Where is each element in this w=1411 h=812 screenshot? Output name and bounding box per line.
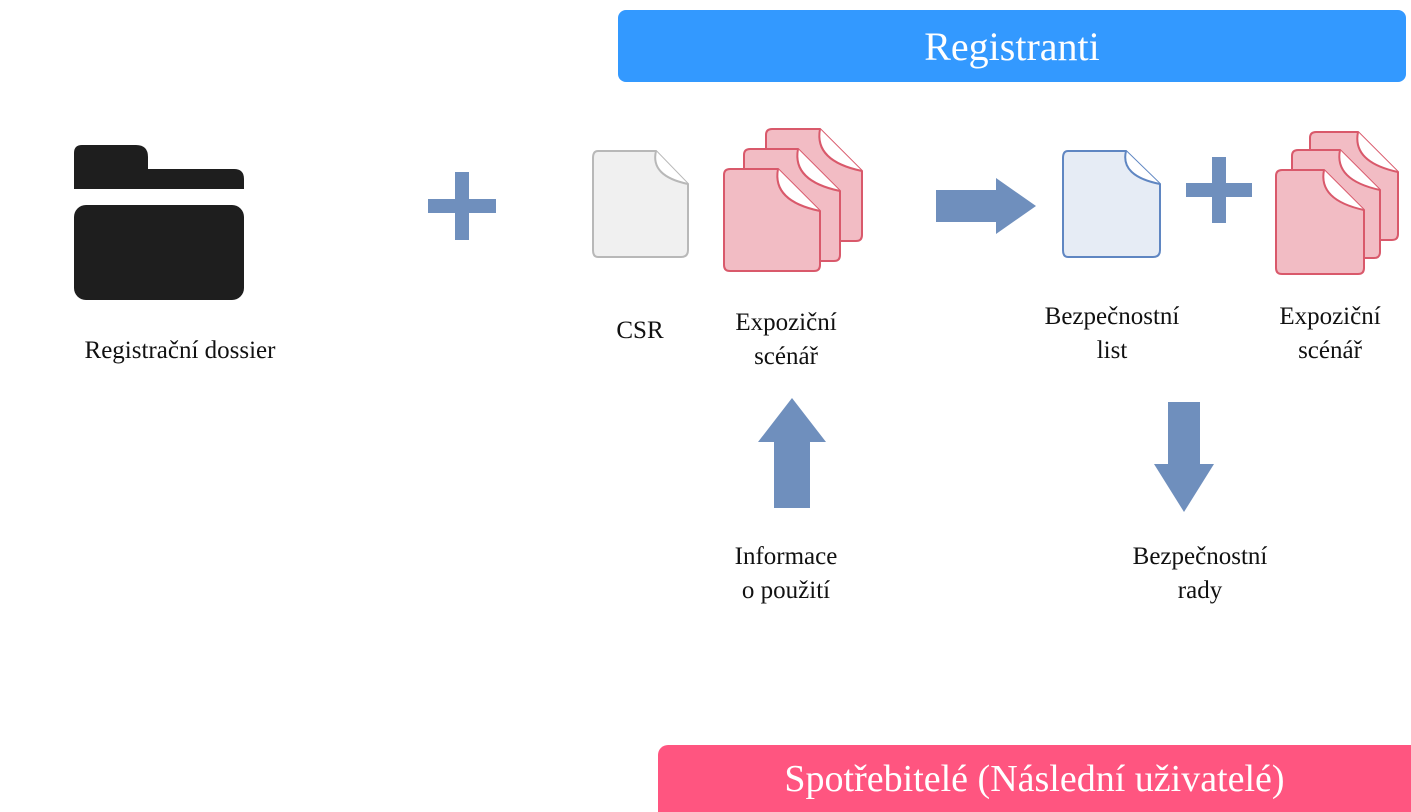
safety-advice-label: Bezpečnostní rady [1132, 543, 1268, 604]
arrow-right-icon [936, 178, 1036, 234]
consumers-banner: Spotřebitelé (Následní uživatelé) [658, 745, 1411, 812]
usage-info-label: Informace o použití [734, 543, 838, 604]
exposure-scenario-stack-icon-2 [1275, 131, 1399, 275]
plus-icon [428, 172, 496, 240]
exposure-scenario-stack-icon [723, 128, 863, 272]
arrow-up-icon [758, 398, 826, 508]
dossier-label: Registrační dossier [84, 337, 276, 364]
csr-document-icon [592, 150, 689, 258]
exposure-scenario-label-1: Expoziční scénář [735, 309, 837, 370]
plus-icon-2 [1186, 157, 1252, 223]
safety-data-sheet-label: Bezpečnostní list [1044, 303, 1180, 364]
exposure-scenario-label-2: Expoziční scénář [1279, 303, 1381, 364]
arrow-down-icon [1154, 402, 1214, 512]
csr-label: CSR [616, 317, 664, 344]
folder-icon [74, 145, 244, 300]
safety-data-sheet-icon [1062, 150, 1161, 258]
registrants-banner: Registranti [618, 10, 1406, 82]
